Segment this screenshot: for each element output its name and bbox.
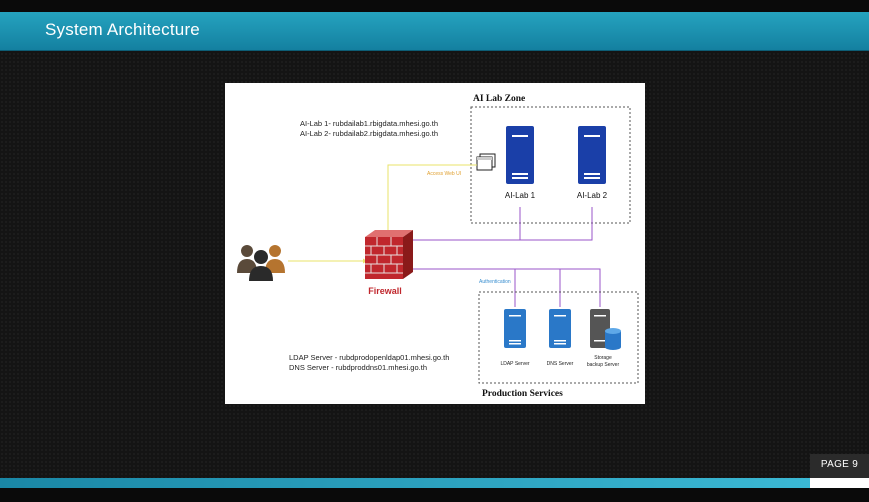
server-icon <box>578 126 606 184</box>
storage-label-line-2: backup Server <box>587 362 620 368</box>
ai-lab-2-server <box>578 126 606 184</box>
firewall-icon <box>365 230 413 279</box>
ai-lab-1-label: AI-Lab 1 <box>505 191 536 200</box>
ai-lab-1-hostname: AI-Lab 1- rubdailab1.rbigdata.mhesi.go.t… <box>300 119 438 128</box>
production-services-box <box>478 291 639 384</box>
storage-backup-server <box>590 309 621 350</box>
ldap-server-label: LDAP Server <box>500 361 529 367</box>
page-number: PAGE 9 <box>820 459 859 470</box>
server-icon <box>504 309 526 348</box>
dns-server-label: DNS Server <box>547 361 574 367</box>
firewall-to-webui-link <box>387 164 477 231</box>
server-icon <box>549 309 571 348</box>
firewall-label: Firewall <box>368 286 402 296</box>
access-web-ui-label: Access Web UI <box>427 171 461 177</box>
ai-lab-2-hostname: AI-Lab 2- rubdailab2.rbigdata.mhesi.go.t… <box>300 129 438 138</box>
architecture-slide: AI Lab Zone AI-Lab 1- rubdailab1.rbigdat… <box>225 83 645 404</box>
production-services-title: Production Services <box>482 389 563 399</box>
ldap-hostname: LDAP Server - rubdprodopenldap01.mhesi.g… <box>289 353 449 362</box>
authentication-label: Authentication <box>479 279 511 285</box>
users-icon <box>237 245 285 281</box>
title-bar: System Architecture <box>0 12 869 51</box>
ai-lab-1-server <box>506 126 534 184</box>
ldap-server <box>504 309 526 348</box>
architecture-diagram: AI Lab Zone AI-Lab 1- rubdailab1.rbigdat… <box>237 94 639 399</box>
web-ui-icon <box>476 153 496 171</box>
firewall-to-ai-lab-2-link <box>413 207 593 241</box>
bottom-edge <box>0 488 869 502</box>
top-edge <box>0 0 869 12</box>
ai-lab-2-label: AI-Lab 2 <box>577 191 608 200</box>
page-number-background <box>810 454 869 478</box>
dns-hostname: DNS Server - rubdproddns01.mhesi.go.th <box>289 363 427 372</box>
firewall-to-production-link <box>413 268 601 307</box>
page-title: System Architecture <box>45 20 200 39</box>
server-icon <box>506 126 534 184</box>
footer-accent-bar <box>0 478 810 488</box>
ai-lab-zone-title: AI Lab Zone <box>473 94 525 104</box>
storage-label-line-1: Storage <box>594 355 612 361</box>
dns-server <box>549 309 571 348</box>
database-icon <box>605 328 621 350</box>
